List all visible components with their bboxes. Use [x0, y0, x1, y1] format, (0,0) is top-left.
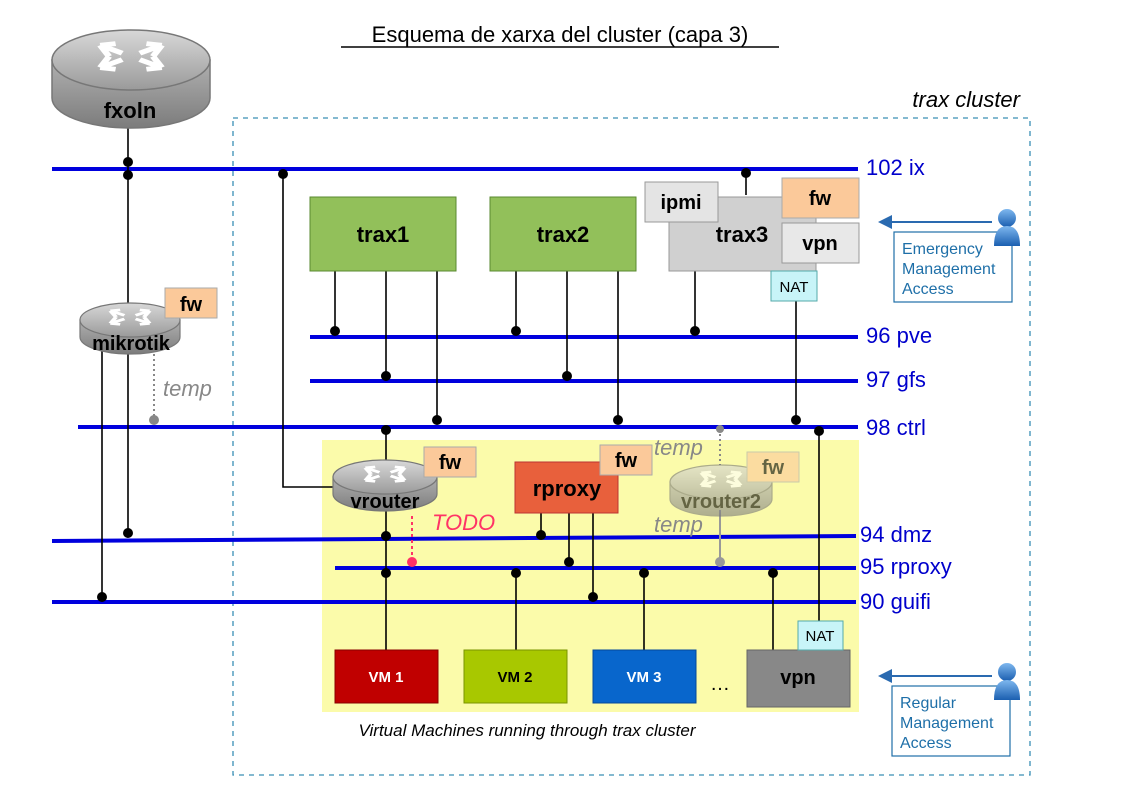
- temp-label-vrouter2-top: temp: [654, 435, 703, 460]
- vm-3-label: VM 3: [626, 669, 661, 686]
- router-vrouter2-label: vrouter2: [681, 491, 761, 513]
- temp-dot-vrouter2-bottom: [715, 557, 725, 567]
- emergency-access: Emergency Management Access: [878, 209, 1020, 303]
- router-vrouter2: vrouter2 fw: [669, 451, 800, 517]
- regular-access: Regular Management Access: [878, 663, 1020, 757]
- connections: [101, 128, 820, 650]
- emergency-access-line2: Management: [902, 261, 996, 278]
- diagram-title: Esquema de xarxa del cluster (capa 3): [372, 22, 749, 47]
- vm-2-label: VM 2: [497, 669, 532, 686]
- network-label-dmz: 94 dmz: [860, 522, 932, 547]
- vm-1: [334, 649, 439, 704]
- network-label-rproxy: 95 rproxy: [860, 554, 952, 579]
- trax3-vpn-label: vpn: [802, 233, 838, 255]
- trax3-ipmi-label: ipmi: [660, 192, 701, 214]
- junction-dots: [97, 157, 824, 602]
- trax3-ipmi-box: [644, 181, 719, 223]
- router-vrouter-label: vrouter: [351, 491, 420, 513]
- regular-access-line2: Management: [900, 715, 994, 732]
- temp-dot-mikrotik: [149, 415, 159, 425]
- rproxy-fw-label: fw: [615, 450, 638, 472]
- vrouter2-fw-label: fw: [762, 457, 785, 479]
- trax3-fw-label: fw: [809, 188, 832, 210]
- emergency-user-icon: [994, 209, 1020, 246]
- emergency-access-line3: Access: [902, 281, 954, 298]
- rproxy-fw-box: [599, 444, 653, 476]
- vm-vpn-nat-label: NAT: [806, 628, 835, 645]
- host-trax1: [309, 196, 457, 272]
- vm-3: [592, 649, 697, 704]
- regular-access-line3: Access: [900, 735, 952, 752]
- todo-label: TODO: [432, 510, 495, 535]
- vrouter-fw-box: [423, 446, 477, 478]
- vrouter-fw-label: fw: [439, 452, 462, 474]
- host-trax3-label: trax3: [716, 222, 769, 247]
- mikrotik-fw-label: fw: [180, 294, 203, 316]
- network-label-guifi: 90 guifi: [860, 589, 931, 614]
- temp-label-vrouter2-bottom: temp: [654, 512, 703, 537]
- network-label-gfs: 97 gfs: [866, 367, 926, 392]
- vm-vpn-label: vpn: [780, 667, 816, 689]
- router-mikrotik: mikrotik: [79, 302, 181, 355]
- router-fxoln-label: fxoln: [104, 98, 157, 123]
- vm-caption: Virtual Machines running through trax cl…: [358, 721, 696, 740]
- trax3-nat-label: NAT: [780, 279, 809, 296]
- mikrotik-fw-box: [164, 287, 218, 319]
- emergency-access-line1: Emergency: [902, 241, 983, 258]
- host-trax2: [489, 196, 637, 272]
- router-vrouter: vrouter: [332, 459, 438, 513]
- temp-label-mikrotik: temp: [163, 376, 212, 401]
- regular-access-line1: Regular: [900, 695, 957, 712]
- trax3-fw-box: [781, 177, 860, 219]
- host-trax2-label: trax2: [537, 222, 590, 247]
- network-label-ctrl: 98 ctrl: [866, 415, 926, 440]
- router-mikrotik-label: mikrotik: [92, 333, 171, 355]
- host-rproxy-label: rproxy: [533, 476, 602, 501]
- network-dmz-line: [51, 534, 857, 543]
- network-label-pve: 96 pve: [866, 323, 932, 348]
- trax3-vpn-box: [781, 222, 860, 264]
- vm-vpn-nat-box: [797, 620, 844, 651]
- router-fxoln: fxoln: [51, 29, 211, 129]
- vm-ellipsis: …: [710, 673, 730, 695]
- trax3-nat-box: [770, 270, 818, 302]
- todo-dot: [407, 557, 417, 567]
- vm-2: [463, 649, 568, 704]
- cluster-boundary: [232, 117, 1031, 776]
- network-label-ix: 102 ix: [866, 155, 925, 180]
- vm-1-label: VM 1: [368, 669, 403, 686]
- network-labels: 102 ix 96 pve 97 gfs 98 ctrl 94 dmz 95 r…: [860, 155, 952, 614]
- temp-dot-vrouter2-top: [716, 425, 724, 433]
- cluster-label: trax cluster: [912, 87, 1021, 112]
- host-trax1-label: trax1: [357, 222, 410, 247]
- regular-user-icon: [994, 663, 1020, 700]
- network-lines: [51, 167, 858, 604]
